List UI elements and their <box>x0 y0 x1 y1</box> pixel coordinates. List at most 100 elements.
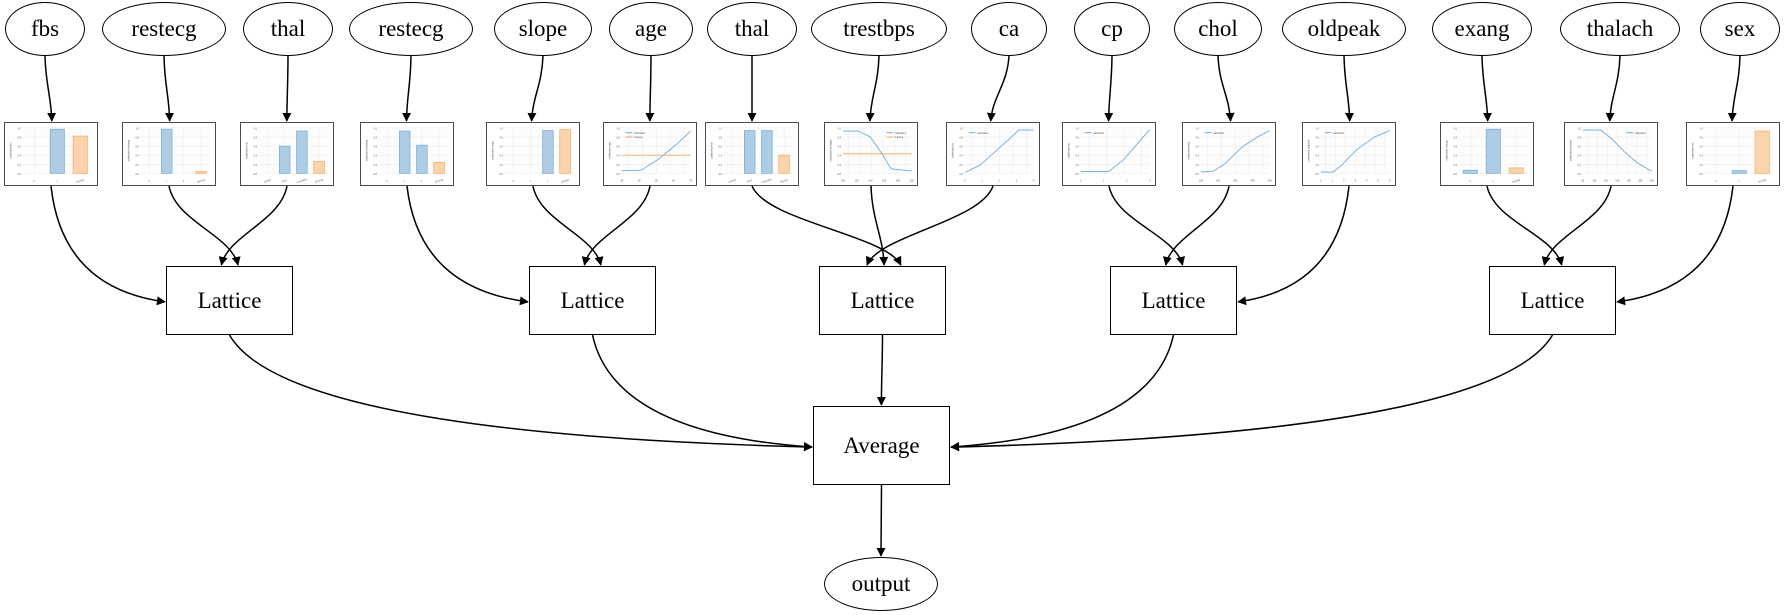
input-node-sex[interactable]: sex <box>1700 2 1780 56</box>
svg-text:0.6: 0.6 <box>959 146 963 149</box>
svg-text:0.6: 0.6 <box>135 146 139 149</box>
lattice-node-0[interactable]: Lattice <box>166 266 293 335</box>
svg-text:0.8: 0.8 <box>837 137 841 140</box>
svg-text:calibrated: calibrated <box>895 132 906 135</box>
svg-text:1.0: 1.0 <box>616 127 620 130</box>
svg-text:0: 0 <box>1715 179 1718 182</box>
lattice-node-1[interactable]: Lattice <box>529 266 656 335</box>
input-node-trestbps[interactable]: trestbps <box>811 2 947 56</box>
lattice-node-2[interactable]: Lattice <box>819 266 946 335</box>
svg-text:0: 0 <box>964 180 966 183</box>
edge-in10-to-cal10 <box>1217 55 1235 122</box>
svg-text:0.6: 0.6 <box>1453 146 1457 149</box>
svg-text:calibrated exang: calibrated exang <box>1444 140 1448 160</box>
svg-text:0.6: 0.6 <box>1315 146 1319 149</box>
lattice-node-label: Lattice <box>197 287 262 313</box>
input-node-chol[interactable]: chol <box>1174 2 1262 56</box>
svg-text:1.0: 1.0 <box>959 127 963 130</box>
input-node-exang[interactable]: exang <box>1432 2 1532 56</box>
input-node-thalach[interactable]: thalach <box>1560 2 1680 56</box>
svg-text:calibrated oldpeak: calibrated oldpeak <box>1306 139 1310 162</box>
edge-lat3-to-avg <box>950 334 1175 452</box>
svg-text:missing: missing <box>197 178 206 184</box>
input-node-age[interactable]: age <box>609 2 693 56</box>
lattice-node-label: Lattice <box>1520 287 1585 313</box>
svg-text:0.4: 0.4 <box>1453 155 1457 158</box>
svg-text:0.2: 0.2 <box>1075 164 1079 167</box>
svg-text:calibrated trestbps: calibrated trestbps <box>828 139 832 162</box>
svg-text:0.2: 0.2 <box>253 164 257 167</box>
average-node[interactable]: Average <box>813 406 950 485</box>
input-node-label: trestbps <box>843 16 915 41</box>
svg-text:200: 200 <box>1650 180 1655 183</box>
input-node-thal[interactable]: thal <box>707 2 797 56</box>
svg-text:1.0: 1.0 <box>1075 127 1079 130</box>
svg-text:calibrated: calibrated <box>634 132 645 135</box>
svg-text:calibrated: calibrated <box>1333 132 1344 135</box>
svg-text:30: 30 <box>621 180 624 183</box>
svg-text:0.2: 0.2 <box>837 164 841 167</box>
svg-text:0: 0 <box>33 179 36 182</box>
svg-text:0.8: 0.8 <box>373 137 377 140</box>
output-node[interactable]: output <box>824 557 938 611</box>
input-node-ca[interactable]: ca <box>971 2 1047 56</box>
svg-text:reversible: reversible <box>761 178 772 184</box>
lattice-node-4[interactable]: Lattice <box>1489 266 1616 335</box>
input-node-cp[interactable]: cp <box>1074 2 1150 56</box>
input-node-restecg[interactable]: restecg <box>349 2 473 56</box>
svg-text:0.6: 0.6 <box>718 146 722 149</box>
input-node-restecg[interactable]: restecg <box>102 2 226 56</box>
input-node-fbs[interactable]: fbs <box>5 2 85 56</box>
edge-in7-to-cal7 <box>865 55 880 122</box>
svg-text:1.0: 1.0 <box>253 127 257 130</box>
input-node-thal[interactable]: thal <box>243 2 333 56</box>
input-node-slope[interactable]: slope <box>494 2 592 56</box>
svg-text:0.8: 0.8 <box>1577 137 1581 140</box>
svg-text:180: 180 <box>896 180 901 183</box>
svg-text:160: 160 <box>882 180 887 183</box>
svg-text:missing: missing <box>76 178 85 184</box>
lattice-node-3[interactable]: Lattice <box>1110 266 1237 335</box>
svg-text:300: 300 <box>1233 180 1238 183</box>
edge-in5-to-cal5 <box>645 55 655 122</box>
input-node-label: cp <box>1101 16 1123 41</box>
input-node-label: ca <box>998 16 1020 41</box>
svg-text:0.4: 0.4 <box>1075 155 1079 158</box>
svg-text:0.0: 0.0 <box>373 173 377 176</box>
svg-text:1: 1 <box>165 179 168 182</box>
average-node-label: Average <box>843 432 920 458</box>
svg-text:0.8: 0.8 <box>1453 137 1457 140</box>
input-node-label: chol <box>1198 16 1238 41</box>
svg-text:0.8: 0.8 <box>17 137 21 140</box>
svg-text:0: 0 <box>1469 179 1472 182</box>
svg-text:0.6: 0.6 <box>1577 146 1581 149</box>
svg-text:200: 200 <box>1216 180 1221 183</box>
svg-text:0.6: 0.6 <box>616 146 620 149</box>
svg-text:calibrated restecg: calibrated restecg <box>364 139 368 161</box>
svg-text:calibrated chol: calibrated chol <box>1186 141 1190 159</box>
svg-text:0.8: 0.8 <box>1699 137 1703 140</box>
svg-text:1.0: 1.0 <box>1577 127 1581 130</box>
svg-text:0.2: 0.2 <box>135 164 139 167</box>
edge-cal14-to-lat4 <box>1616 185 1734 306</box>
edge-in2-to-cal2 <box>282 55 292 122</box>
svg-text:2: 2 <box>999 180 1001 183</box>
input-node-oldpeak[interactable]: oldpeak <box>1282 2 1406 56</box>
svg-text:reversible: reversible <box>296 178 307 184</box>
edge-lat1-to-avg <box>591 334 813 452</box>
